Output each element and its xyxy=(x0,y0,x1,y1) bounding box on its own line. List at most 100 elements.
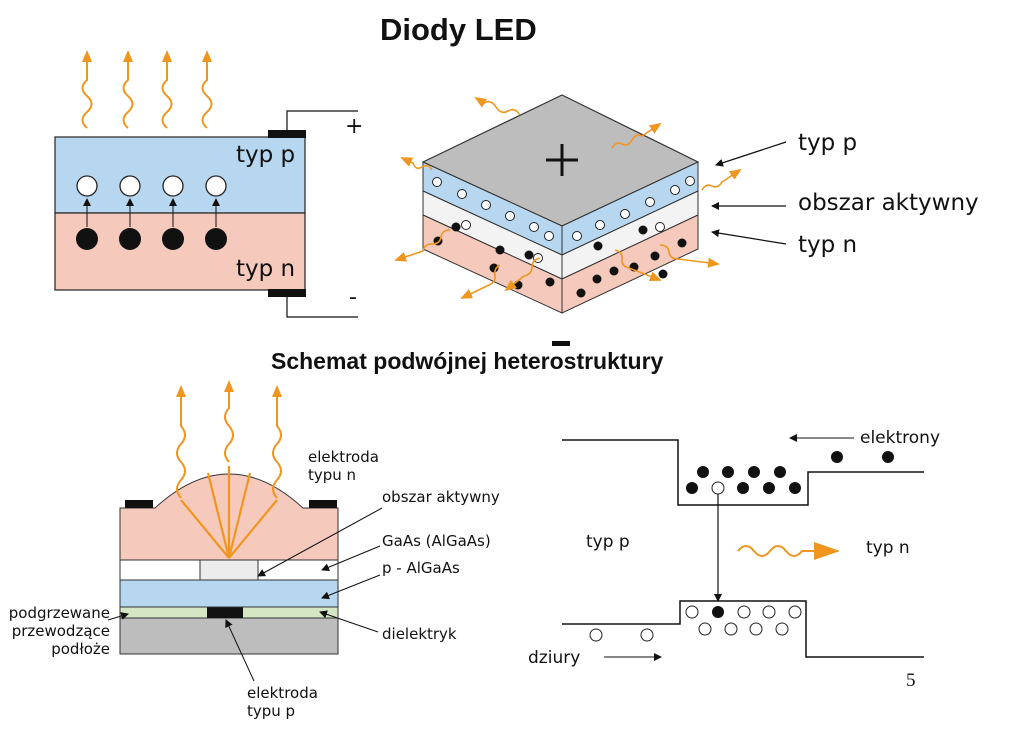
hole xyxy=(775,622,789,636)
hole xyxy=(762,605,776,619)
hole xyxy=(711,481,725,495)
slide-title: Diody LED xyxy=(380,12,537,47)
bottom-wire xyxy=(286,297,358,318)
photon-wave xyxy=(161,50,173,129)
photon-wave xyxy=(701,168,742,191)
electron xyxy=(593,241,603,251)
electron xyxy=(789,482,801,494)
label-typ-p: typ p xyxy=(236,142,296,168)
n-electrode xyxy=(125,500,153,508)
hole xyxy=(685,176,695,186)
electron xyxy=(638,225,648,235)
cube-right-n-layer xyxy=(561,214,699,314)
top-wire xyxy=(286,110,358,130)
leader-line xyxy=(225,619,255,682)
electron xyxy=(831,451,843,463)
light-ray xyxy=(206,472,231,559)
label-minus: - xyxy=(349,285,357,310)
label-holes: dziury xyxy=(528,648,581,668)
label-dielectric: dielektryk xyxy=(382,625,457,643)
light-ray xyxy=(180,499,230,559)
electron xyxy=(658,269,668,279)
photon-wave xyxy=(737,542,840,560)
hole xyxy=(457,189,467,199)
led-cube-diagram xyxy=(394,94,787,346)
electron xyxy=(76,228,98,250)
label-electrode-n: elektroda typu n xyxy=(308,448,379,484)
cube-label-active: obszar aktywny xyxy=(798,190,979,216)
photon-wave xyxy=(201,50,213,129)
leader-line xyxy=(321,545,381,572)
electron xyxy=(763,482,775,494)
hole xyxy=(620,209,630,219)
n-electrode xyxy=(309,500,337,508)
leader-line xyxy=(321,574,381,600)
hole xyxy=(505,211,515,221)
hole xyxy=(788,605,802,619)
photon-wave xyxy=(81,50,93,129)
photon-wave xyxy=(394,229,451,262)
electron xyxy=(524,250,534,260)
electron xyxy=(576,288,586,298)
leader-arrow xyxy=(711,229,787,245)
hole xyxy=(685,605,699,619)
hole xyxy=(698,622,712,636)
electron xyxy=(451,222,461,232)
leader-line xyxy=(107,612,129,621)
cube-label-typ-n: typ n xyxy=(798,232,858,258)
cube-label-typ-p: typ p xyxy=(798,130,858,156)
electron xyxy=(712,606,724,618)
photon-wave xyxy=(659,244,720,268)
electron xyxy=(119,228,141,250)
photon-wave xyxy=(504,257,541,292)
label-plus: + xyxy=(345,114,364,139)
electron xyxy=(686,482,698,494)
hole xyxy=(640,628,654,642)
label-p-algaas: p - AlGaAs xyxy=(382,559,460,577)
hole xyxy=(589,628,603,642)
hole xyxy=(119,175,141,197)
photon-wave xyxy=(272,385,282,499)
label-electrode-p: elektroda typu p xyxy=(247,684,318,720)
conduction-band xyxy=(562,439,924,506)
light-ray xyxy=(228,499,278,559)
p-algaas-layer xyxy=(119,579,339,608)
photon-wave xyxy=(176,385,186,499)
hole xyxy=(544,231,554,241)
electron xyxy=(162,228,184,250)
electron xyxy=(650,251,660,261)
electron xyxy=(697,466,709,478)
photon-wave xyxy=(614,249,662,282)
hole xyxy=(595,220,605,230)
electron xyxy=(489,263,499,273)
leader-line xyxy=(319,610,379,633)
electron xyxy=(495,245,505,255)
hole xyxy=(162,175,184,197)
label-electrons: elektrony xyxy=(860,428,941,448)
substrate xyxy=(119,617,339,655)
leader-line xyxy=(257,507,383,577)
label-active-region: obszar aktywny xyxy=(382,488,500,506)
electron xyxy=(592,274,602,284)
light-ray xyxy=(227,472,252,559)
band-label-typ-p: typ p xyxy=(586,532,630,552)
heterostructure-cross-section xyxy=(107,380,383,682)
slide-subtitle: Schemat podwójnej heterostruktury xyxy=(271,348,664,374)
electron xyxy=(513,280,523,290)
valence-band xyxy=(562,600,924,658)
hole xyxy=(749,622,763,636)
hole xyxy=(670,185,680,195)
hole xyxy=(481,200,491,210)
hole xyxy=(76,175,98,197)
hole xyxy=(724,622,738,636)
label-gaas: GaAs (AlGaAs) xyxy=(382,532,491,550)
photon-wave xyxy=(611,122,662,149)
electron xyxy=(774,466,786,478)
hole xyxy=(737,605,751,619)
hole xyxy=(655,222,665,232)
hole xyxy=(205,175,227,197)
electron xyxy=(677,238,687,248)
pn-junction-diagram xyxy=(54,50,358,318)
